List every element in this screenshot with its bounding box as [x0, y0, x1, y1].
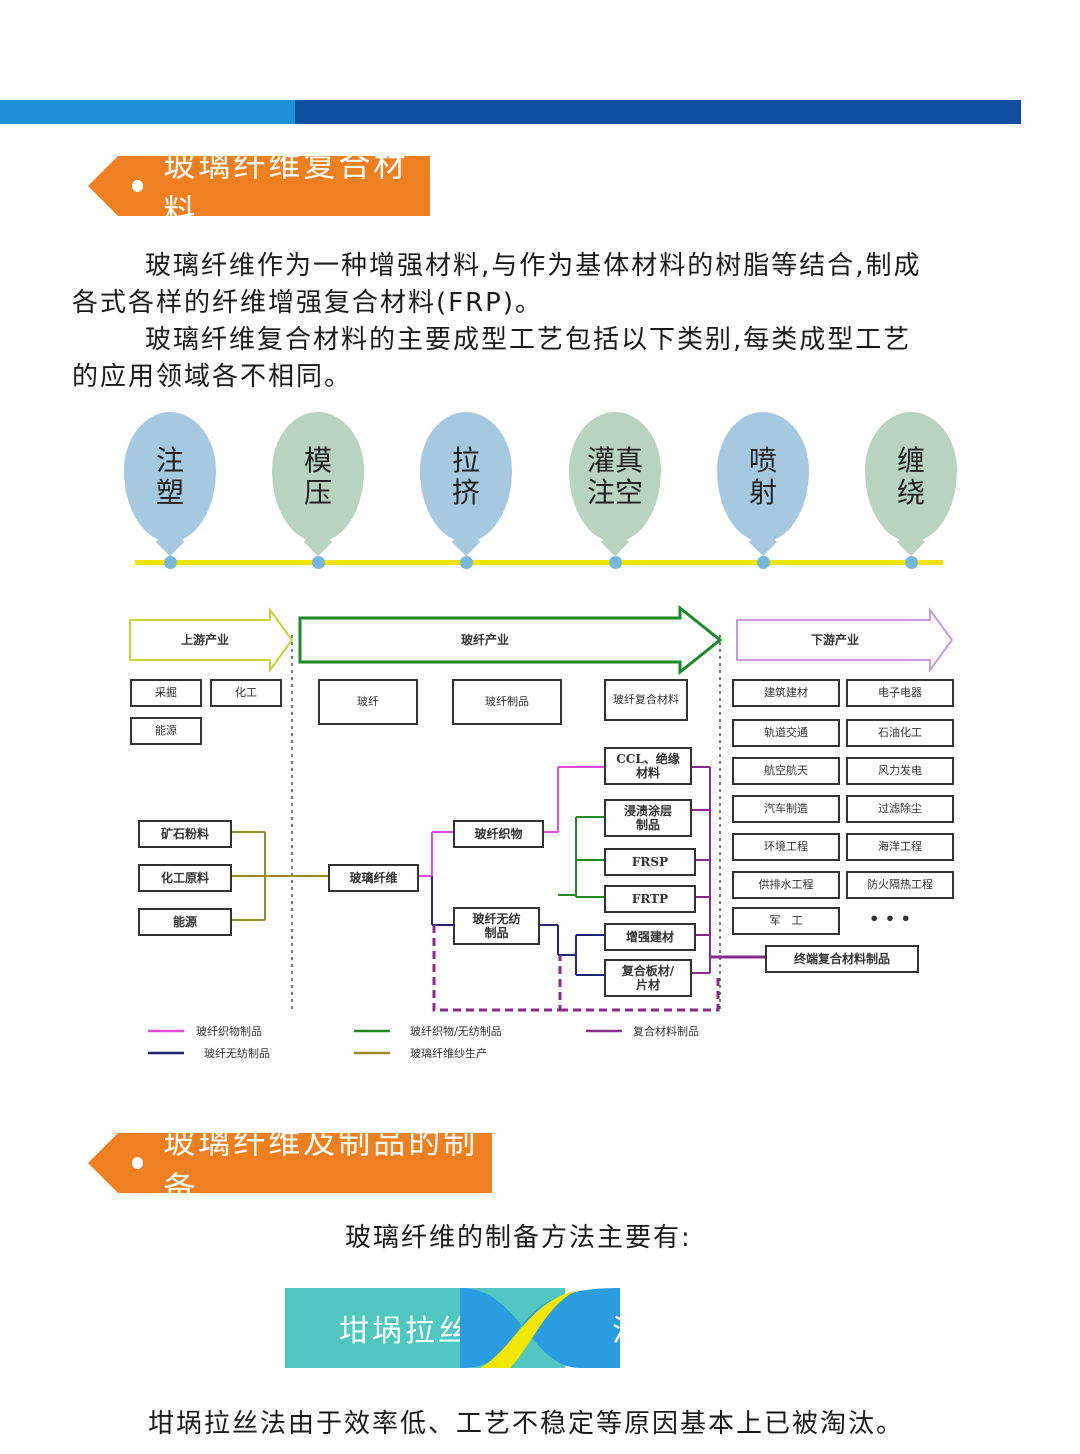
- method-crucible-ribbon: 坩埚拉丝: [285, 1288, 565, 1368]
- downstream-box: 轨道交通: [732, 719, 840, 747]
- more-ellipsis: • • •: [860, 907, 920, 931]
- ribbon-twist: [460, 1288, 620, 1368]
- glass-fiber-box: 玻璃纤维: [328, 864, 419, 892]
- product-box: FRSP: [604, 848, 696, 876]
- product-box: 浸渍涂层制品: [604, 799, 692, 837]
- method-note: 坩埚拉丝法由于效率低、工艺不稳定等原因基本上已被淘汰。: [148, 1409, 905, 1439]
- section-heading-composites: 玻璃纤维复合材料: [88, 146, 430, 230]
- timeline-dot: [460, 556, 473, 569]
- upstream-label: 上游产业: [180, 633, 229, 647]
- downstream-box: 石油化工: [846, 719, 954, 747]
- method-intro: 玻璃纤维的制备方法主要有:: [345, 1223, 692, 1253]
- nonwoven-box: 玻纤无纺制品: [453, 907, 540, 945]
- downstream-box: 汽车制造: [732, 795, 840, 823]
- section-title: 玻璃纤维及制品的制备: [163, 1123, 479, 1207]
- legend-item: 复合材料制品: [633, 1025, 699, 1038]
- raw-material-box: 化工原料: [138, 864, 232, 892]
- product-box: CCL、绝缘材料: [604, 747, 692, 785]
- downstream-box: 军 工: [732, 907, 840, 935]
- diagram-lines: [129, 604, 954, 1055]
- header-bar-light: [0, 100, 295, 124]
- method-tank-ribbon: 池窑拉丝: [540, 1288, 796, 1368]
- process-leaf-spray: 喷射: [717, 412, 809, 542]
- downstream-box: 供排水工程: [732, 871, 840, 899]
- downstream-box: 建筑建材: [732, 679, 840, 707]
- timeline-dot: [312, 556, 325, 569]
- upstream-box: 能源: [130, 717, 202, 745]
- upstream-box: 化工: [210, 679, 282, 707]
- method-label: 坩埚拉丝: [339, 1314, 471, 1349]
- legend-item: 玻纤织物制品: [196, 1025, 262, 1038]
- method-label: 池窑拉丝: [612, 1314, 744, 1349]
- downstream-box: 环境工程: [732, 833, 840, 861]
- header-bar-dark: [295, 100, 1021, 124]
- downstream-box: 海洋工程: [846, 833, 954, 861]
- timeline-dot: [757, 556, 770, 569]
- timeline-dot: [164, 556, 177, 569]
- legend-item: 玻纤无纺制品: [204, 1047, 270, 1060]
- process-timeline: [135, 560, 943, 565]
- legend-item: 玻纤织物/无纺制品: [410, 1025, 502, 1038]
- glass-industry-label: 玻纤产业: [460, 633, 509, 647]
- downstream-box: 风力发电: [846, 757, 954, 785]
- midstream-box: 玻纤复合材料: [604, 679, 688, 721]
- timeline-dot: [905, 556, 918, 569]
- midstream-box: 玻纤制品: [452, 679, 562, 725]
- midstream-box: 玻纤: [318, 679, 418, 725]
- paragraph-line: 的应用领域各不相同。: [72, 362, 353, 392]
- process-leaf-molding: 模压: [272, 412, 364, 542]
- industry-chain-diagram: 上游产业 玻纤产业 下游产业 采掘 化工 能源 玻纤 玻纤制品 玻纤复合材料 建…: [120, 595, 965, 1075]
- timeline-dot: [609, 556, 622, 569]
- section-heading-preparation: 玻璃纤维及制品的制备: [88, 1123, 492, 1207]
- bullet-icon: [132, 180, 144, 192]
- process-leaf-pultrusion: 拉挤: [420, 412, 512, 542]
- product-box: FRTP: [604, 885, 696, 913]
- product-box: 增强建材: [604, 923, 696, 951]
- raw-material-box: 矿石粉料: [138, 820, 232, 848]
- paragraph-line: 玻璃纤维复合材料的主要成型工艺包括以下类别,每类成型工艺: [145, 325, 912, 355]
- process-leaf-winding: 缠绕: [865, 412, 957, 542]
- fabric-box: 玻纤织物: [453, 820, 544, 848]
- bullet-icon: [132, 1157, 144, 1169]
- raw-material-box: 能源: [138, 908, 232, 936]
- product-box: 复合板材/片材: [604, 959, 692, 997]
- downstream-box: 电子电器: [846, 679, 954, 707]
- process-leaf-injection: 注塑: [124, 412, 216, 542]
- legend-item: 玻璃纤维纱生产: [410, 1047, 487, 1060]
- end-product-box: 终端复合材料制品: [765, 945, 919, 973]
- upstream-box: 采掘: [130, 679, 202, 707]
- downstream-box: 防火隔热工程: [846, 871, 954, 899]
- downstream-box: 航空航天: [732, 757, 840, 785]
- paragraph-line: 各式各样的纤维增强复合材料(FRP)。: [72, 288, 543, 318]
- section-title: 玻璃纤维复合材料: [163, 146, 409, 230]
- downstream-label: 下游产业: [810, 633, 859, 647]
- process-leaf-vacuum-infusion: 灌真注空: [569, 412, 661, 542]
- downstream-box: 过滤除尘: [846, 795, 954, 823]
- paragraph-line: 玻璃纤维作为一种增强材料,与作为基体材料的树脂等结合,制成: [145, 251, 922, 281]
